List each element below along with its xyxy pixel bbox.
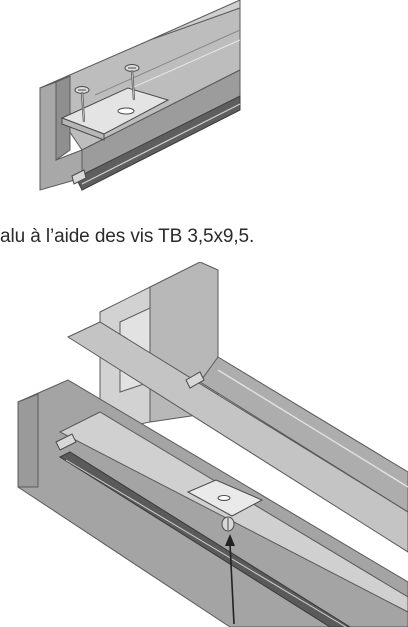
profile-groove-line xyxy=(94,29,241,96)
groove-highlight xyxy=(65,459,347,627)
rail-highlight xyxy=(81,103,241,185)
profile-right-channel xyxy=(199,356,408,513)
channel-highlight xyxy=(217,369,408,488)
profile-end-left xyxy=(17,393,39,488)
plate-slot xyxy=(117,107,135,115)
profile-dark-groove xyxy=(58,451,351,627)
profile-long-top xyxy=(66,321,408,553)
fixing-plate-edge xyxy=(61,117,105,141)
aluminium-profile-top-screw-assembly xyxy=(39,0,241,191)
screw-icon xyxy=(74,86,90,123)
bracket-screw-icon xyxy=(221,516,235,532)
side-screw-icon xyxy=(55,433,77,451)
instruction-caption: alu à l’aide des vis TB 3,5x9,5. xyxy=(0,226,255,247)
screw-icon xyxy=(124,64,140,101)
bracket-slot xyxy=(217,495,231,501)
side-screw-icon xyxy=(185,371,205,389)
end-screw-icon xyxy=(71,169,87,185)
arrow-up-icon xyxy=(225,534,235,625)
aluminium-profile-bottom-bracket-view xyxy=(17,262,408,627)
